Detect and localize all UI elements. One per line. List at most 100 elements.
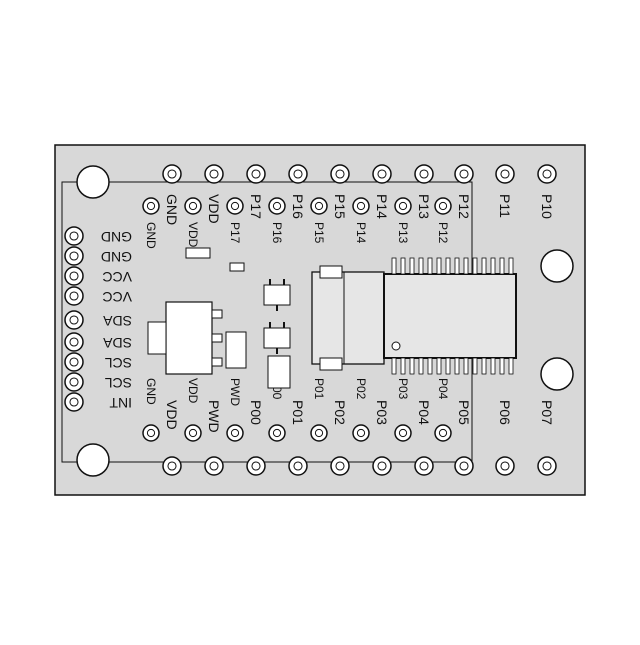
pin-label: P01 — [312, 378, 326, 400]
header-pin — [310, 424, 328, 442]
ic-pin — [400, 357, 406, 375]
pin-label: SDA — [103, 335, 132, 351]
pin-label: VCC — [102, 289, 132, 305]
header-pin — [64, 286, 84, 306]
header-pin — [64, 310, 84, 330]
ic-pin — [427, 357, 433, 375]
pin-label: VDD — [206, 194, 222, 224]
header-pin — [495, 164, 515, 184]
pin-label: P13 — [416, 194, 432, 219]
pin-label: P16 — [270, 222, 284, 244]
voltage-regulator — [147, 301, 223, 375]
pin-label: P14 — [354, 222, 368, 244]
header-pin — [64, 246, 84, 266]
pin-label: P06 — [497, 400, 513, 425]
ic-pin — [445, 357, 451, 375]
ic-pin — [409, 257, 415, 275]
header-pin — [310, 197, 328, 215]
pin-label: PWD — [206, 400, 222, 433]
header-pin — [64, 332, 84, 352]
pin-label: P04 — [436, 378, 450, 400]
ic-pin — [418, 357, 424, 375]
pin-label: P10 — [539, 194, 555, 219]
header-pin — [64, 392, 84, 412]
header-pin — [537, 164, 557, 184]
ic-pin — [454, 257, 460, 275]
pin-label: P15 — [332, 194, 348, 219]
ic-pin — [490, 257, 496, 275]
header-pin — [414, 456, 434, 476]
pin-label: PWD — [228, 378, 242, 406]
pin-label: GND — [144, 222, 158, 249]
pin-label: P02 — [332, 400, 348, 425]
pin-label: VDD — [164, 400, 180, 430]
pin-label: GND — [164, 194, 180, 225]
pin-label: P01 — [290, 400, 306, 425]
header-pin — [64, 266, 84, 286]
ic-pin — [490, 357, 496, 375]
header-pin — [288, 456, 308, 476]
passives — [185, 247, 291, 389]
header-pin — [495, 456, 515, 476]
ic-pin — [427, 257, 433, 275]
transistor-q1 — [263, 279, 291, 311]
header-pin — [330, 164, 350, 184]
header-pin — [352, 424, 370, 442]
pin-label: P00 — [248, 400, 264, 425]
ic-pin — [463, 257, 469, 275]
pin-label: P17 — [228, 222, 242, 244]
mounting-hole — [76, 443, 110, 477]
header-pin — [162, 456, 182, 476]
header-pin — [288, 164, 308, 184]
pin-label: P04 — [416, 400, 432, 425]
ic-pin — [400, 257, 406, 275]
ic-pin — [391, 257, 397, 275]
header-pin — [434, 197, 452, 215]
header-pin — [268, 197, 286, 215]
pin-label: P11 — [497, 194, 513, 218]
pin-label: VCC — [102, 269, 132, 285]
pin-label: SDA — [103, 313, 132, 329]
main-ic — [383, 257, 517, 375]
ic-pin — [499, 357, 505, 375]
pin-label: GND — [101, 229, 132, 245]
header-pin — [414, 164, 434, 184]
header-pin — [246, 164, 266, 184]
ic-pin — [391, 357, 397, 375]
transistor-q2 — [263, 322, 291, 354]
header-pin — [268, 424, 286, 442]
mounting-hole — [540, 249, 574, 283]
header-pin — [394, 424, 412, 442]
header-pin — [142, 424, 160, 442]
pin-label: P03 — [396, 378, 410, 400]
header-pin — [226, 197, 244, 215]
header-pin — [330, 456, 350, 476]
pin-label: VDD — [186, 378, 200, 404]
ic-pin — [508, 357, 514, 375]
ic-pin — [472, 257, 478, 275]
header-pin — [64, 372, 84, 392]
header-pin — [162, 164, 182, 184]
header-pin — [352, 197, 370, 215]
pin-label: P07 — [539, 400, 555, 425]
pin-label: P02 — [354, 378, 368, 400]
header-pin — [246, 456, 266, 476]
pin-label: P03 — [374, 400, 390, 425]
header-pin — [537, 456, 557, 476]
pin-label: P14 — [374, 194, 390, 219]
mounting-hole — [76, 165, 110, 199]
pin-label: P15 — [312, 222, 326, 244]
pin-label: P16 — [290, 194, 306, 219]
pin-label: GND — [101, 249, 132, 265]
ic-pin — [445, 257, 451, 275]
ic-pin — [481, 357, 487, 375]
pin-label: P12 — [436, 222, 450, 244]
header-pin — [454, 164, 474, 184]
pin-label: P13 — [396, 222, 410, 244]
